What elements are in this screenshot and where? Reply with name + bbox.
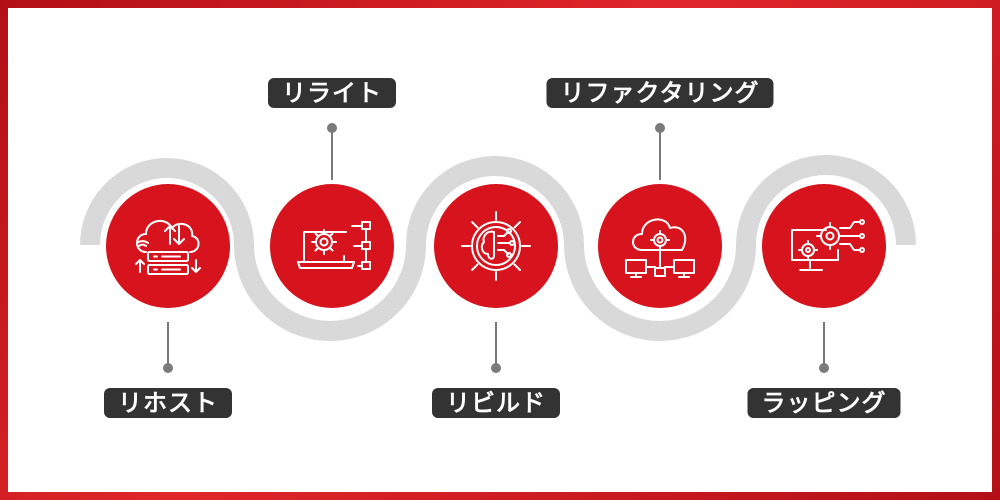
step-3-node <box>434 184 558 308</box>
step-2-node <box>270 184 394 308</box>
laptop-gear-flow-icon <box>297 221 371 270</box>
cloud-gear-network-icon <box>625 218 695 278</box>
monitor-gears-icon <box>791 219 865 271</box>
cloud-server-transfer-icon <box>135 219 201 275</box>
connectors <box>163 123 829 373</box>
brain-gear-circuit-icon <box>461 211 531 281</box>
step-5-label: ラッピング <box>747 388 901 418</box>
step-1-label: リホスト <box>104 388 232 418</box>
step-4-node <box>598 184 722 308</box>
step-5-node <box>762 184 886 308</box>
connector-dot-1 <box>163 363 173 373</box>
step-2-label: リライト <box>268 78 396 108</box>
connector-dot-5 <box>819 363 829 373</box>
step-3-label: リビルド <box>432 388 560 418</box>
connector-dot-4 <box>655 123 665 133</box>
step-1-node <box>106 184 230 308</box>
step-4-label: リファクタリング <box>546 78 774 108</box>
connector-dot-2 <box>327 123 337 133</box>
connector-dot-3 <box>491 363 501 373</box>
wave-track <box>80 155 916 341</box>
